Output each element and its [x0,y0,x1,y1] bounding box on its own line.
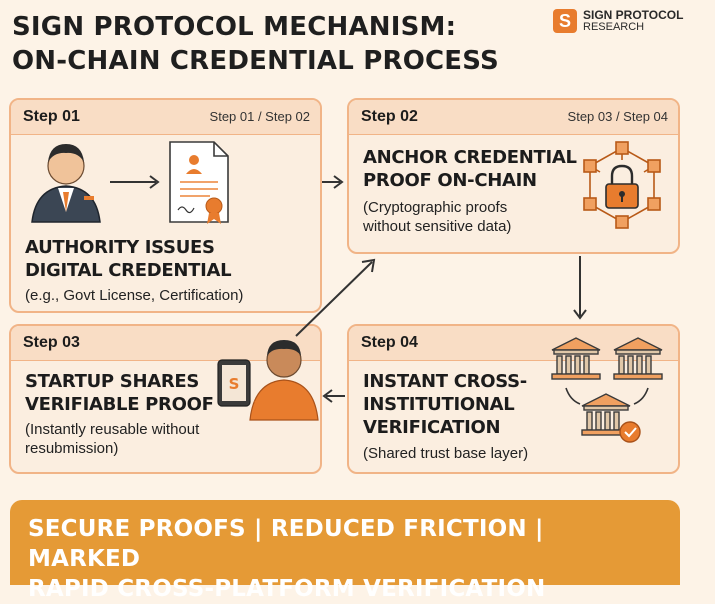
step-01-ref: Step 01 / Step 02 [209,109,310,124]
step-04-header [349,326,678,361]
step-01-label: Step 01 [23,108,80,125]
arrow-icon [295,258,376,337]
illustration-overlay: S [31,141,663,443]
step-03-headline-2: VERIFIABLE PROOF [25,394,214,415]
step-03-label: Step 03 [23,334,80,351]
step-04-headline-2: INSTITUTIONAL [363,394,515,415]
step-03-card: Step 03 STARTUP SHARES VERIFIABLE PROOF … [9,324,322,474]
step-04-headline-3: VERIFICATION [363,417,501,438]
title-line-2: ON-CHAIN CREDENTIAL PROCESS [12,46,499,76]
step-01-headline: AUTHORITY ISSUES DIGITAL CREDENTIAL [25,236,232,282]
blockchain-lock-icon [583,141,661,229]
brand-line-2: RESEARCH [583,21,645,33]
step-03-headline-1: STARTUP SHARES [25,371,200,392]
summary-banner: SECURE PROOFS | REDUCED FRICTION | MARKE… [10,500,680,602]
svg-text:S: S [229,375,240,393]
arrow-icon [573,256,587,320]
startup-person-tablet-icon: S [217,340,319,421]
brand-line-1: SIGN PROTOCOL [583,8,684,22]
step-04-card: Step 04 INSTANT CROSS- INSTITUTIONAL VER… [347,324,680,474]
step-03-desc: (Instantly reusable without resubmission… [25,420,199,458]
step-02-label: Step 02 [361,108,418,125]
step-02-ref: Step 03 / Step 04 [567,109,668,124]
step-01-card: Step 01 Step 01 / Step 02 AUTHORITY ISSU… [9,98,322,313]
bank-network-icon [551,337,663,443]
step-01-headline-2: DIGITAL CREDENTIAL [25,260,232,281]
step-03-desc-1: (Instantly reusable without [25,421,200,438]
official-person-icon [31,144,101,223]
arrow-icon [322,389,345,403]
banner-line-2: RAPID CROSS-PLATFORM VERIFICATION [28,576,546,602]
certificate-icon [169,141,229,224]
arrow-icon [322,175,344,189]
step-02-header [349,100,678,135]
title-line-1: SIGN PROTOCOL MECHANISM: [12,12,457,42]
step-03-desc-2: resubmission) [25,440,119,457]
step-01-headline-1: AUTHORITY ISSUES [25,237,215,258]
page-title: SIGN PROTOCOL MECHANISM: ON-CHAIN CREDEN… [12,10,499,78]
step-02-headline: ANCHOR CREDENTIAL PROOF ON-CHAIN [363,146,577,192]
step-02-headline-1: ANCHOR CREDENTIAL [363,147,577,168]
step-04-label: Step 04 [361,334,418,351]
sign-logo-icon: S [553,9,577,33]
step-01-header [11,100,320,135]
step-02-desc: (Cryptographic proofs without sensitive … [363,198,511,236]
step-03-headline: STARTUP SHARES VERIFIABLE PROOF [25,370,214,416]
brand: S SIGN PROTOCOL RESEARCH [553,9,683,33]
step-04-headline-1: INSTANT CROSS- [363,371,527,392]
step-01-desc: (e.g., Govt License, Certification) [25,287,244,304]
step-02-desc-2: without sensitive data) [363,218,512,235]
step-04-headline: INSTANT CROSS- INSTITUTIONAL VERIFICATIO… [363,370,527,439]
step-02-headline-2: PROOF ON-CHAIN [363,170,537,191]
step-02-desc-1: (Cryptographic proofs [363,199,508,216]
banner-line-1: SECURE PROOFS | REDUCED FRICTION | MARKE… [28,516,544,572]
arrow-icon [110,175,160,189]
step-04-desc: (Shared trust base layer) [363,445,529,462]
